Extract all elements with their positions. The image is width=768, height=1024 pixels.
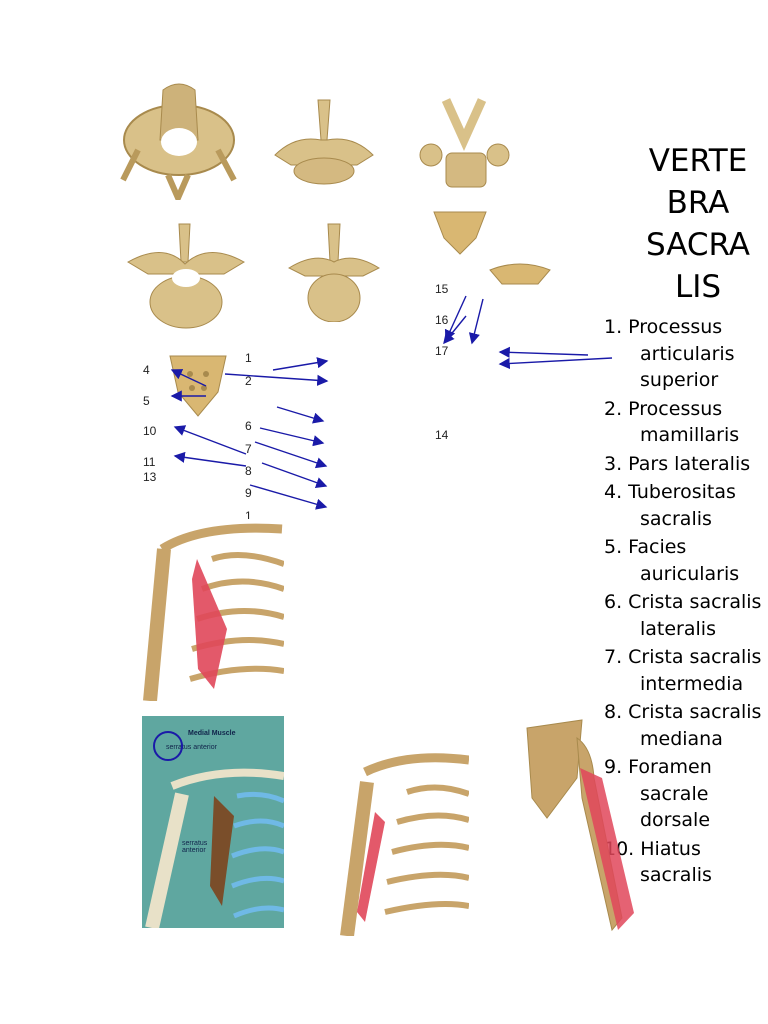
list-item: 9. Foramen sacrale dorsale [604, 756, 712, 831]
arrow [261, 462, 328, 488]
label-14: 14 [435, 428, 449, 442]
structure-list: 1. Processus articularis superior 2. Pro… [604, 314, 768, 891]
atlas-vertebra-image [118, 80, 240, 200]
thoracic-vertebra-image [285, 222, 383, 322]
label-8: 8 [245, 464, 252, 478]
inset-label-mid: serratus anterior [182, 840, 208, 854]
list-item: 1. Processus articularis superior [604, 316, 735, 391]
arrow [468, 298, 484, 345]
slide-title: VERTE BRA SACRA LIS [645, 143, 751, 305]
arrow [498, 357, 613, 370]
arrow [173, 451, 247, 467]
label-17: 17 [435, 344, 449, 358]
serratus-anterior-image: Medial Muscle serratus anterior serratus… [142, 716, 284, 928]
label-5: 5 [143, 394, 150, 408]
arrow [254, 441, 328, 469]
arrow [173, 425, 247, 455]
label-13: 13 [143, 470, 157, 484]
list-item: 8. Crista sacralis mediana [604, 701, 762, 750]
lumbar-vertebra-top-image [124, 222, 248, 332]
list-item: 7. Crista sacralis intermedia [604, 646, 762, 695]
label-16: 16 [435, 313, 449, 327]
arrow [259, 427, 325, 447]
label-7: 7 [245, 442, 252, 456]
inset-label-top: serratus anterior [166, 744, 217, 751]
label-1: 1 [245, 351, 252, 365]
label-6: 6 [245, 419, 252, 433]
sacrum-base-image [488, 258, 552, 290]
arrow [498, 346, 589, 358]
inset-heading: Medial Muscle [188, 730, 236, 737]
label-2: 2 [245, 374, 252, 388]
arrow [249, 484, 328, 510]
arm-muscle-image [522, 718, 654, 936]
arrow [443, 315, 467, 345]
label-1b: 1 [245, 509, 252, 523]
list-item: 3. Pars lateralis [604, 452, 751, 475]
label-9: 9 [245, 486, 252, 500]
label-15: 15 [435, 282, 449, 296]
list-item: 10. Hiatus sacralis [604, 837, 712, 887]
arrow [224, 373, 329, 386]
sacrum-anterior-image [432, 208, 488, 256]
label-4: 4 [143, 363, 150, 377]
list-item: 5. Facies auricularis [604, 536, 740, 585]
arrow [276, 406, 325, 424]
arrow [272, 357, 329, 371]
shoulder-muscle-image-1 [142, 519, 284, 701]
list-item: 4. Tuberositas sacralis [604, 481, 736, 530]
sacrum-posterior-image [168, 352, 228, 418]
cervical-vertebra-front-image [416, 95, 512, 195]
list-item: 6. Crista sacralis lateralis [604, 591, 762, 640]
label-11: 11 [143, 455, 156, 469]
label-10: 10 [143, 424, 157, 438]
shoulder-muscle-image-2 [337, 752, 469, 936]
cervical-vertebra-image [265, 95, 383, 187]
list-item: 2. Processus mamillaris [604, 397, 740, 447]
arrow [444, 295, 467, 342]
arrow [170, 369, 207, 387]
